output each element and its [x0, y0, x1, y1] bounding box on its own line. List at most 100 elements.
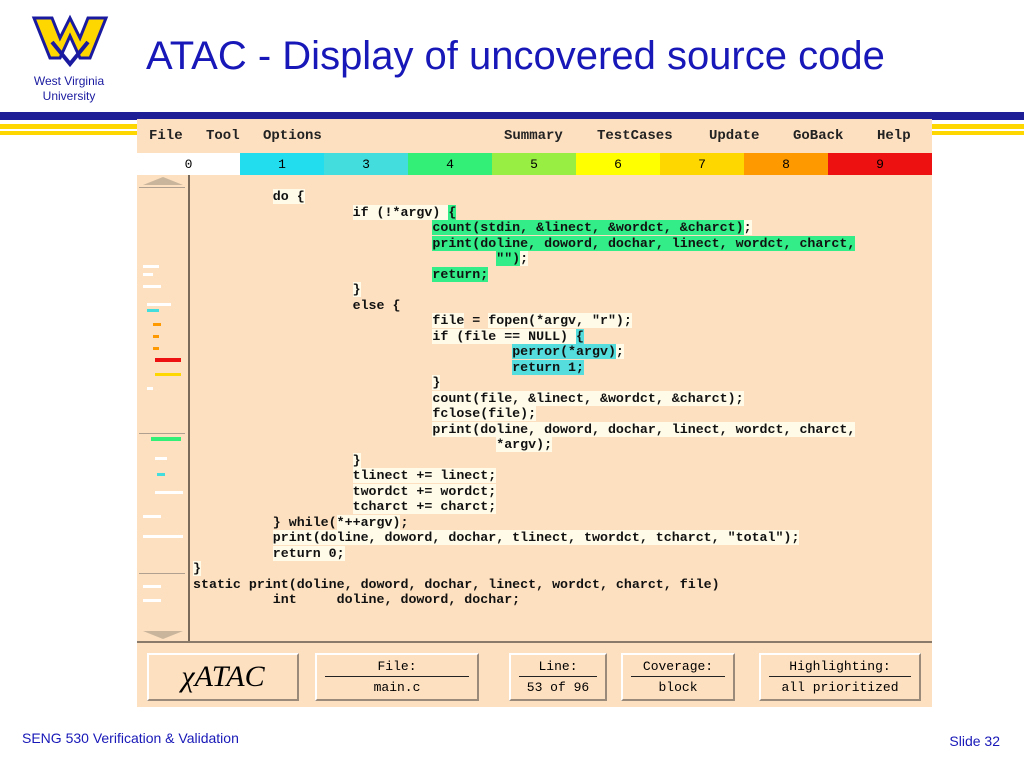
- gutter-mark: [155, 491, 183, 494]
- code-line: return 1;: [193, 359, 928, 376]
- legend-cell[interactable]: 3: [324, 153, 408, 175]
- gutter-mark: [143, 585, 161, 588]
- code-token: if (!*argv): [352, 204, 449, 220]
- menu-testcases[interactable]: TestCases: [597, 128, 673, 144]
- code-token: tlinect += linect;: [352, 468, 497, 483]
- code-line: static print(doline, doword, dochar, lin…: [193, 577, 928, 593]
- coverage-status-box: Coverage: block: [621, 653, 735, 701]
- gutter-mark: [155, 457, 167, 460]
- code-token: {: [576, 328, 585, 344]
- code-line: else {: [193, 298, 928, 314]
- menu-goback[interactable]: GoBack: [793, 128, 844, 144]
- legend-cell[interactable]: 9: [828, 153, 932, 175]
- highlighting-status-box: Highlighting: all prioritized: [759, 653, 921, 701]
- status-bar: χATAC File: main.c Line: 53 of 96 Covera…: [137, 641, 932, 709]
- code-token: print(doline, doword, dochar, linect, wo…: [432, 235, 856, 251]
- legend-cell[interactable]: 8: [744, 153, 828, 175]
- slide-title: ATAC - Display of uncovered source code: [146, 34, 885, 78]
- code-token: }: [193, 561, 201, 576]
- gutter-mark: [147, 387, 153, 390]
- legend-cell[interactable]: 5: [492, 153, 576, 175]
- code-token: int doline, doword, dochar;: [272, 592, 521, 607]
- code-token: ""): [496, 251, 521, 266]
- code-token: =: [464, 313, 489, 328]
- code-line: }: [193, 452, 928, 469]
- code-token: tcharct += charct;: [352, 499, 497, 514]
- wvu-logo-icon: [31, 14, 109, 68]
- code-token: ;: [544, 437, 553, 452]
- gutter-divider: [139, 433, 185, 434]
- scroll-down-arrow-icon[interactable]: [143, 631, 183, 639]
- atac-window: File Tool Options Summary TestCases Upda…: [137, 119, 932, 707]
- coverage-value: block: [658, 680, 698, 695]
- code-token: fopen(*argv, "r"): [488, 313, 624, 328]
- code-token: ;: [743, 220, 752, 235]
- code-line: perror(*argv);: [193, 344, 928, 360]
- code-token: ;: [735, 390, 744, 406]
- code-line: print(doline, doword, dochar, tlinect, t…: [193, 530, 928, 546]
- code-line: print(doline, doword, dochar, linect, wo…: [193, 421, 928, 438]
- code-token: print(doline, doword, dochar, linect, wo…: [432, 421, 856, 437]
- legend-cell[interactable]: 1: [240, 153, 324, 175]
- slide-number: Slide 32: [949, 733, 1000, 749]
- code-line: do {: [193, 189, 928, 205]
- code-token: } while(: [272, 514, 337, 530]
- code-token: else {: [352, 297, 401, 313]
- code-token: {: [296, 189, 305, 204]
- code-line: *argv);: [193, 437, 928, 453]
- code-token: count(stdin, &linect, &wordct, &charct): [432, 220, 744, 235]
- code-line: tcharct += charct;: [193, 499, 928, 515]
- scroll-up-arrow-icon[interactable]: [143, 177, 183, 185]
- code-token: ;: [528, 406, 537, 421]
- code-line: }: [193, 375, 928, 391]
- menu-bar: File Tool Options Summary TestCases Upda…: [137, 119, 932, 153]
- menu-tool[interactable]: Tool: [206, 128, 240, 144]
- code-line: count(stdin, &linect, &wordct, &charct);: [193, 220, 928, 236]
- code-line: if (file == NULL) {: [193, 328, 928, 345]
- line-status-box: Line: 53 of 96: [509, 653, 607, 701]
- gutter-mark: [151, 437, 181, 441]
- code-token: twordct += wordct;: [352, 483, 497, 499]
- coverage-overview-scrollbar[interactable]: [137, 175, 190, 641]
- file-label: File:: [325, 659, 469, 677]
- gutter-mark: [153, 335, 159, 338]
- gutter-mark: [157, 473, 165, 476]
- highlighting-value: all prioritized: [781, 680, 899, 695]
- source-code-view[interactable]: do { if (!*argv) { count(stdin, &linect,…: [193, 189, 928, 639]
- code-token: return 0: [272, 545, 337, 561]
- code-line: }: [193, 561, 928, 577]
- gutter-mark: [153, 323, 161, 326]
- code-line: return 0;: [193, 545, 928, 562]
- code-token: ;: [336, 545, 345, 561]
- atac-brand: χATAC: [147, 653, 299, 701]
- priority-legend: 0 1 3 4 5 6 7 8 9: [137, 153, 932, 175]
- code-line: count(file, &linect, &wordct, &charct);: [193, 390, 928, 407]
- file-status-box: File: main.c: [315, 653, 479, 701]
- menu-update[interactable]: Update: [709, 128, 760, 144]
- code-token: }: [352, 452, 361, 468]
- legend-cell[interactable]: 0: [137, 153, 240, 175]
- legend-cell[interactable]: 7: [660, 153, 744, 175]
- code-token: count(file, &linect, &wordct, &charct): [432, 390, 736, 406]
- gutter-mark: [143, 265, 159, 268]
- menu-summary[interactable]: Summary: [504, 128, 563, 144]
- menu-options[interactable]: Options: [263, 128, 322, 144]
- gutter-mark: [143, 515, 161, 518]
- gutter-mark: [147, 309, 159, 312]
- legend-cell[interactable]: 4: [408, 153, 492, 175]
- code-line: fclose(file);: [193, 406, 928, 422]
- code-token: return;: [432, 266, 489, 282]
- gutter-mark: [143, 285, 161, 288]
- code-line: }: [193, 282, 928, 298]
- line-label: Line:: [519, 659, 597, 677]
- code-token: ;: [623, 313, 632, 328]
- code-line: } while(*++argv);: [193, 514, 928, 531]
- menu-file[interactable]: File: [149, 128, 183, 144]
- code-token: }: [432, 375, 441, 390]
- legend-cell[interactable]: 6: [576, 153, 660, 175]
- course-footer: SENG 530 Verification & Validation: [22, 730, 239, 746]
- menu-help[interactable]: Help: [877, 128, 911, 144]
- logo-text: West Virginia University: [33, 74, 105, 103]
- code-line: tlinect += linect;: [193, 468, 928, 484]
- header-divider-blue: [0, 112, 1024, 120]
